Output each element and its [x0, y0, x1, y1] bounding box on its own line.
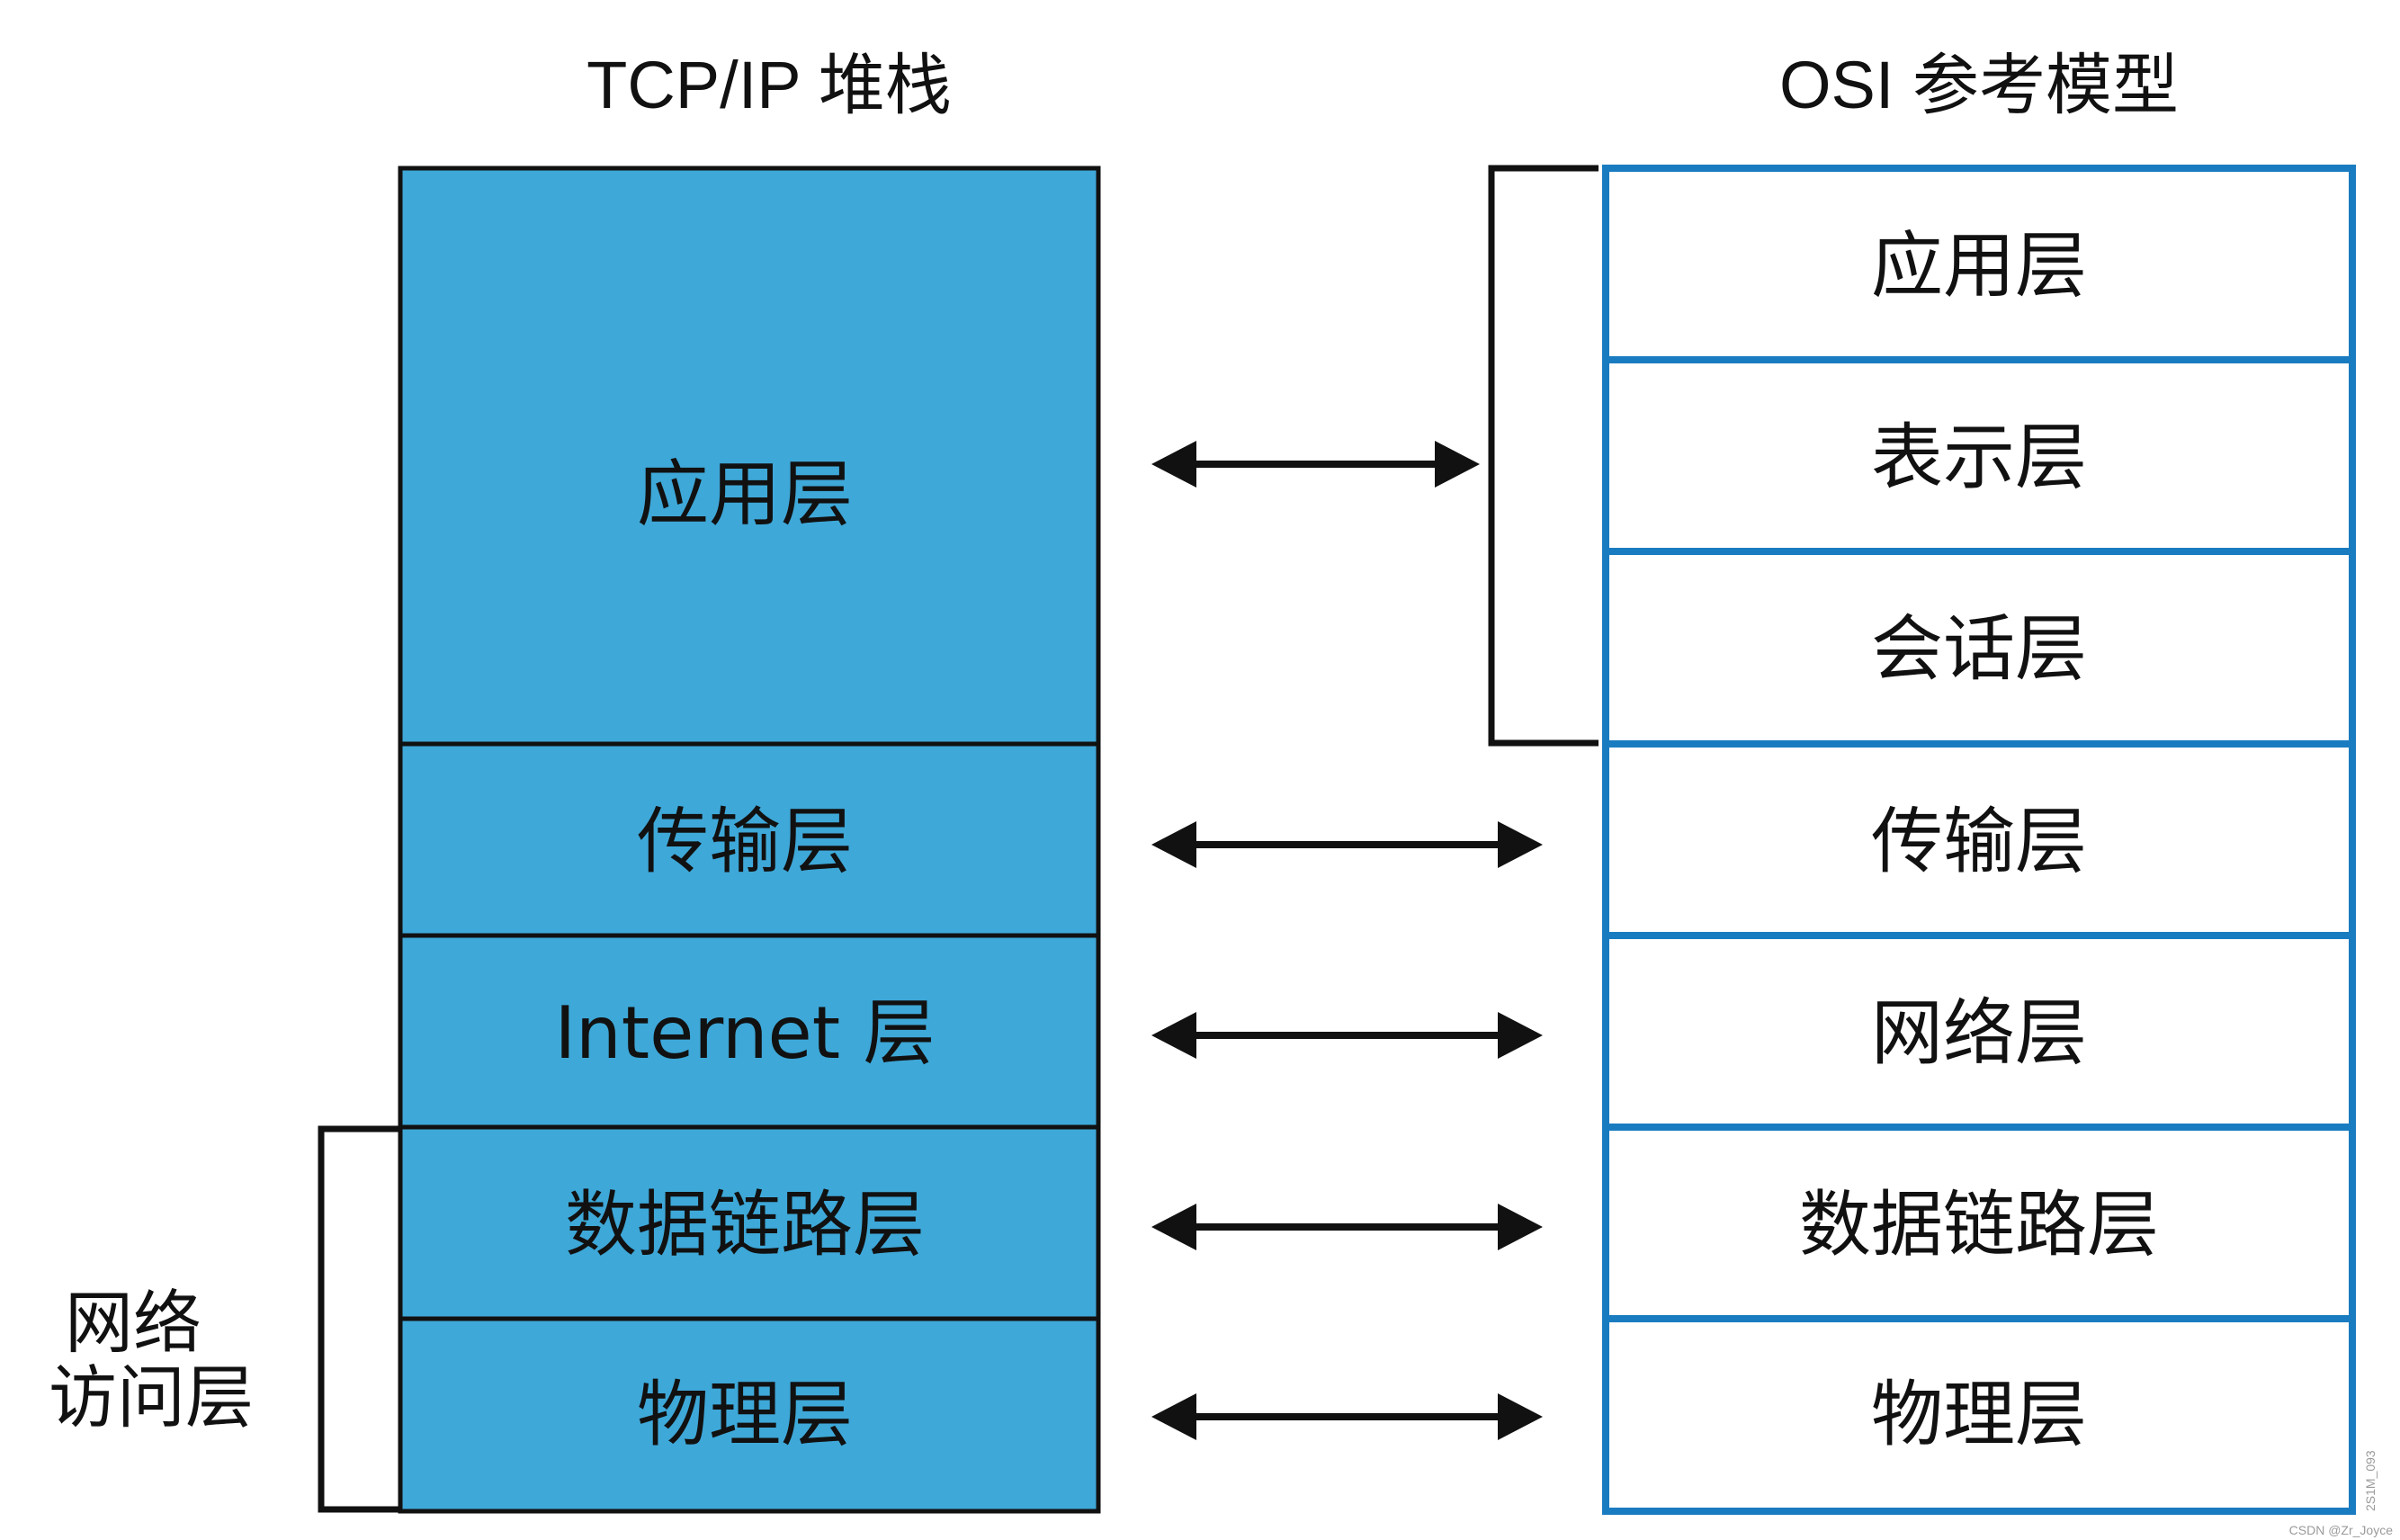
tcp-layer-transport-box — [398, 741, 1101, 938]
osi-layer-datalink-label: 数据链路层 — [1799, 1183, 2159, 1267]
network-access-bracket — [318, 1125, 400, 1513]
osi-layer-application-label: 应用层 — [1871, 224, 2087, 308]
tcp-stack: 应用层 传输层 Internet 层 数据链路层 物理层 — [398, 166, 1101, 1514]
osi-upper-layers-bracket — [1488, 165, 1599, 747]
osi-layer-network-label: 网络层 — [1871, 991, 2087, 1075]
osi-model-title: OSI 参考模型 — [1779, 48, 2179, 122]
figure-id: 2S1M_093 — [2363, 1450, 2378, 1511]
arrow-internet — [1151, 1012, 1543, 1059]
osi-layer-application-box — [1602, 165, 2356, 363]
osi-layer-physical-box — [1602, 1315, 2356, 1515]
tcp-layer-transport-label: 传输层 — [637, 800, 853, 883]
arrow-datalink — [1151, 1204, 1543, 1250]
tcp-layer-application-box — [398, 166, 1101, 747]
osi-layer-physical-label: 物理层 — [1871, 1373, 2087, 1456]
tcp-layer-internet-label: Internet 层 — [554, 991, 935, 1075]
tcp-layer-physical-label: 物理层 — [637, 1373, 853, 1456]
tcp-layer-datalink-label: 数据链路层 — [565, 1183, 925, 1267]
osi-layer-datalink-box — [1602, 1124, 2356, 1322]
network-access-label-line2: 访问层 — [49, 1357, 254, 1437]
arrow-transport — [1151, 821, 1543, 868]
mapping-arrows — [1151, 441, 1543, 1440]
network-access-label-line1: 网络 — [65, 1283, 201, 1363]
tcp-stack-title: TCP/IP 堆栈 — [587, 48, 952, 122]
osi-layer-network-box — [1602, 932, 2356, 1131]
osi-model: 应用层 表示层 会话层 传输层 网络层 数据链路层 物理层 — [1602, 165, 2356, 1515]
tcp-layer-application-label: 应用层 — [637, 452, 853, 536]
arrow-application — [1151, 441, 1480, 488]
osi-layer-transport-label: 传输层 — [1871, 800, 2087, 883]
osi-layer-presentation-label: 表示层 — [1871, 416, 2087, 499]
arrow-physical — [1151, 1393, 1543, 1440]
osi-layer-session-box — [1602, 548, 2356, 748]
tcp-layer-datalink-box — [398, 1124, 1101, 1321]
osi-layer-session-label: 会话层 — [1871, 607, 2087, 691]
tcp-layer-physical-box — [398, 1316, 1101, 1514]
watermark-text: CSDN @Zr_Joyce — [2289, 1523, 2394, 1537]
tcp-layer-internet-box — [398, 933, 1101, 1130]
